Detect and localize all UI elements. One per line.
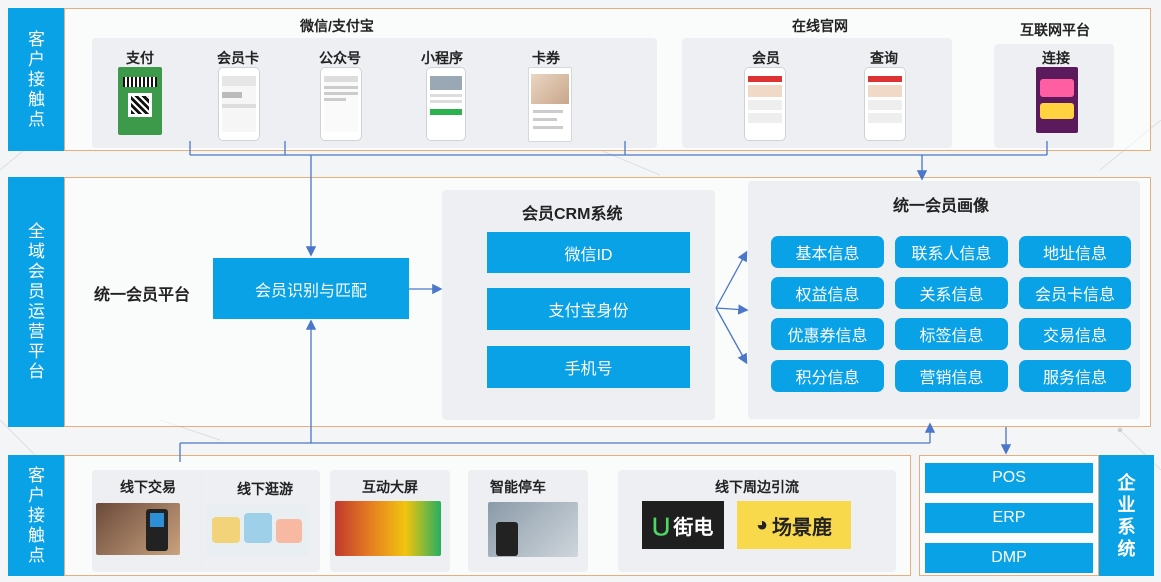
crm-title: 会员CRM系统	[522, 206, 623, 223]
smart-parking-photo	[488, 502, 578, 557]
portrait-tag: 关系信息	[895, 277, 1008, 309]
website-member-screenshot	[744, 67, 786, 141]
sidebar-customer-touchpoints-top: 客户接触点	[8, 8, 65, 151]
portrait-tag: 联系人信息	[895, 236, 1008, 268]
internet-platform-screenshot	[1036, 67, 1078, 133]
wechat-alipay-title: 微信/支付宝	[300, 18, 374, 34]
interactive-screen-photo	[335, 501, 441, 556]
label-offline-stroll: 线下逛游	[237, 481, 293, 497]
label-mini-program: 小程序	[421, 50, 463, 66]
portrait-tag: 会员卡信息	[1019, 277, 1131, 309]
label-member-card: 会员卡	[217, 50, 259, 66]
label-official-account: 公众号	[319, 50, 361, 66]
sidebar-label: 企业系统	[1117, 472, 1136, 559]
coupon-phone-screenshot	[528, 67, 572, 142]
portrait-tag: 积分信息	[771, 360, 884, 392]
portrait-tag: 标签信息	[895, 318, 1008, 350]
label-connect: 连接	[1042, 50, 1070, 66]
label-interactive-screen: 互动大屏	[362, 479, 418, 495]
website-title: 在线官网	[792, 18, 848, 34]
unified-member-platform-label: 统一会员平台	[94, 287, 191, 304]
portrait-tag: 服务信息	[1019, 360, 1131, 392]
jiedian-logo-text: 街电	[673, 516, 714, 539]
label-website-query: 查询	[870, 50, 898, 66]
offline-trade-photo	[96, 503, 180, 555]
payment-code-screenshot	[118, 67, 162, 135]
sidebar-omnichannel-platform: 全域会员运营平台	[8, 177, 65, 427]
sidebar-enterprise-systems: 企业系统	[1099, 455, 1154, 576]
offline-stroll-illustration	[206, 505, 308, 557]
portrait-tag: 交易信息	[1019, 318, 1131, 350]
label-offline-trade: 线下交易	[120, 479, 176, 495]
crm-item-phone-number: 手机号	[487, 346, 690, 388]
crm-item-wechat-id: 微信ID	[487, 232, 690, 273]
jiedian-logo: ⋃ 街电	[642, 501, 724, 549]
label-website-member: 会员	[752, 50, 780, 66]
website-query-screenshot	[864, 67, 906, 141]
label-smart-parking: 智能停车	[490, 479, 546, 495]
sidebar-label: 客户接触点	[28, 29, 45, 129]
internet-platform-title: 互联网平台	[1020, 22, 1090, 38]
label-coupon: 卡券	[532, 50, 560, 66]
sidebar-customer-touchpoints-bottom: 客户接触点	[8, 455, 65, 576]
changjinglu-logo: ◕ 场景鹿	[737, 501, 851, 549]
portrait-tag: 营销信息	[895, 360, 1008, 392]
member-card-phone-screenshot	[218, 67, 260, 141]
portrait-tag: 基本信息	[771, 236, 884, 268]
website-panel	[682, 38, 952, 148]
member-portrait-title: 统一会员画像	[893, 198, 990, 215]
system-pos: POS	[925, 463, 1093, 493]
jiedian-logo-icon: ⋃	[652, 514, 670, 537]
crm-item-alipay-identity: 支付宝身份	[487, 288, 690, 330]
system-erp: ERP	[925, 503, 1093, 533]
portrait-tag: 优惠券信息	[771, 318, 884, 350]
changjinglu-logo-text: 场景鹿	[772, 516, 833, 539]
portrait-tag: 地址信息	[1019, 236, 1131, 268]
portrait-tag: 权益信息	[771, 277, 884, 309]
member-identify-match-box: 会员识别与匹配	[213, 258, 409, 319]
changjinglu-logo-icon: ◕	[755, 513, 769, 536]
official-account-phone-screenshot	[320, 67, 362, 141]
label-pay: 支付	[126, 50, 154, 66]
system-dmp: DMP	[925, 543, 1093, 573]
label-peripheral-traffic: 线下周边引流	[715, 479, 799, 495]
sidebar-label: 全域会员运营平台	[28, 222, 45, 381]
sidebar-label: 客户接触点	[28, 465, 45, 565]
mini-program-phone-screenshot	[426, 67, 466, 141]
